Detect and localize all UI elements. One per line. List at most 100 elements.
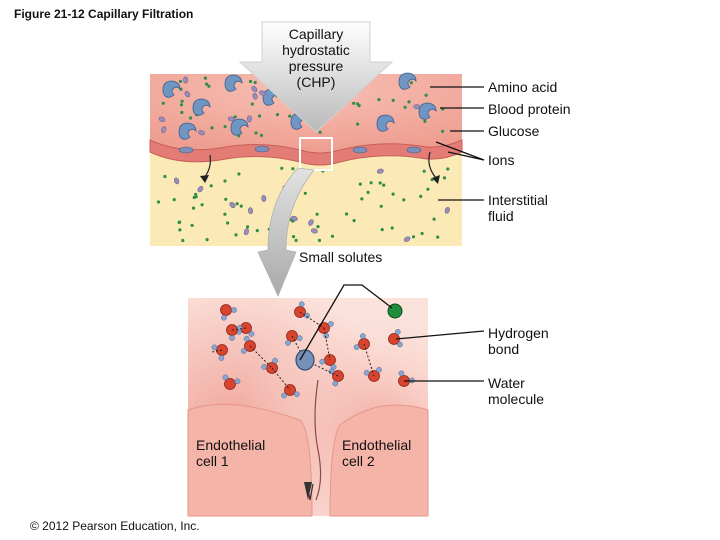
glucose-ion-mark [227, 116, 235, 122]
water-hydrogen [211, 344, 218, 351]
filtration-arrow-right [428, 151, 437, 179]
amino-acid-dot [378, 181, 382, 185]
amino-acid-dot [446, 167, 450, 171]
amino-acid-dot [377, 98, 381, 102]
endothelial-nucleus [406, 146, 422, 154]
amino-acid-label: Amino acid [488, 79, 558, 95]
endothelial-cell-2-shape [329, 404, 429, 517]
amino-acid-dot [189, 116, 193, 120]
hydrogen-bond-line [211, 349, 223, 353]
amino-acid-dot [390, 226, 394, 230]
leader-hydrogen-bond [395, 330, 485, 340]
amino-acid-dot [315, 212, 319, 216]
water-hydrogen [304, 312, 310, 319]
water-hydrogen [397, 341, 403, 348]
amino-acid-dot [424, 93, 428, 97]
amino-acid-dot [239, 204, 243, 208]
amino-acid-dot [172, 198, 176, 202]
amino-acid-dot [317, 238, 322, 242]
amino-acid-dot [181, 238, 185, 243]
endothelial-nucleus [254, 145, 270, 153]
amino-acid-dot [294, 238, 298, 242]
amino-acid-dot [318, 130, 322, 134]
water-hydrogen [293, 391, 300, 398]
amino-acid-dot [178, 79, 183, 83]
water-hydrogen [323, 332, 330, 339]
amino-acid-dot [407, 100, 411, 104]
endothelial-nucleus [352, 146, 368, 154]
water-hydrogen [218, 355, 225, 361]
water-hydrogen [234, 378, 241, 385]
amino-acid-dot [223, 125, 227, 129]
amino-acid-dot [234, 233, 238, 237]
water-hydrogen [360, 333, 366, 339]
amino-acid-dot [391, 98, 395, 102]
glucose-ion-mark [183, 76, 189, 84]
filtration-arrowhead-left [200, 175, 209, 183]
amino-acid-dot [177, 220, 181, 225]
water-hydrogen [248, 331, 255, 337]
water-hydrogen [319, 358, 326, 365]
water-oxygen [224, 378, 236, 390]
water-hydrogen [376, 366, 382, 373]
cleft-flow-arrowhead [304, 482, 312, 500]
glucose-label: Glucose [488, 123, 540, 139]
amino-acid-dot [352, 101, 356, 105]
glucose-ion-mark [308, 219, 314, 226]
amino-acid-dot [291, 167, 295, 171]
blood-protein [224, 74, 243, 92]
water-hydrogen [363, 369, 370, 376]
amino-acid-dot [203, 76, 207, 80]
blood-protein [376, 114, 395, 132]
water-hydrogen [243, 335, 250, 342]
amino-acid-dot [423, 119, 427, 123]
intercellular-cleft [314, 379, 322, 501]
hydrogen-bond-line [363, 343, 375, 377]
endothelial-nucleus [178, 146, 194, 154]
glucose-ion-mark [413, 104, 421, 110]
figure-title: Figure 21-12 Capillary Filtration [14, 7, 194, 21]
water-molecule-label: Water molecule [488, 375, 545, 407]
blood-protein [192, 98, 211, 116]
zoom-arrow [257, 167, 315, 298]
amino-acid-dot [382, 183, 386, 187]
amino-acid-dot [344, 212, 349, 216]
amino-acid-dot [409, 81, 413, 85]
leader-ions-b [447, 151, 485, 161]
amino-acid-dot [246, 225, 250, 229]
glucose-ion-mark [403, 236, 411, 242]
leader-ions-a [435, 141, 485, 161]
water-hydrogen [332, 380, 339, 387]
ions-label: Ions [488, 152, 515, 168]
water-hydrogen [353, 344, 360, 350]
small-solute-ion [295, 349, 315, 371]
amino-acid-dot [379, 204, 383, 208]
glucose-ion-mark [229, 201, 236, 209]
water-hydrogen [236, 325, 243, 331]
glucose-ion-mark [376, 168, 384, 174]
blood-protein [418, 102, 437, 120]
amino-acid-dot [442, 176, 447, 180]
amino-acid-dot [180, 110, 184, 115]
water-hydrogen [394, 329, 401, 335]
amino-acid-dot [303, 191, 307, 195]
water-hydrogen [296, 335, 303, 342]
small-solutes-label: Small solutes [299, 249, 383, 265]
water-hydrogen [272, 357, 278, 364]
amino-acid-dot [420, 231, 424, 236]
amino-acid-dot [411, 235, 416, 239]
amino-acid-dot [194, 195, 198, 199]
water-hydrogen [221, 314, 227, 321]
endothelial-cell-2-label: Endothelial cell 2 [342, 437, 412, 469]
copyright: © 2012 Pearson Education, Inc. [30, 519, 200, 533]
endothelial-cell-1-label: Endothelial cell 1 [196, 437, 266, 469]
water-hydrogen [261, 364, 267, 370]
glucose-ion-mark [198, 130, 205, 136]
glucose-ion-mark [173, 177, 180, 185]
water-oxygen [220, 304, 232, 316]
zoom-box [299, 137, 333, 171]
water-hydrogen [281, 392, 287, 399]
glucose-ion-mark [310, 228, 318, 234]
amino-acid-dot [223, 212, 227, 216]
amino-acid-dot [207, 84, 211, 88]
